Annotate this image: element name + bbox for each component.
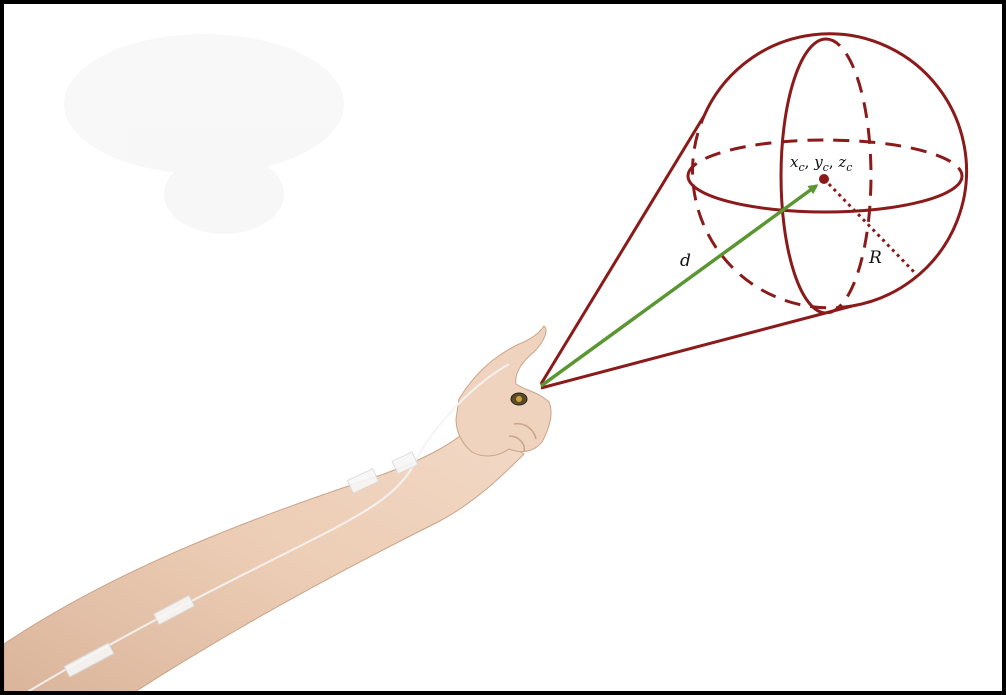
meridian-front: [781, 39, 826, 313]
arm-illustration: [4, 326, 551, 695]
distance-vector-arrow: [541, 186, 816, 386]
background-smudge: [64, 34, 344, 234]
distance-label: d: [680, 251, 691, 271]
diagram-canvas: xc, yc, zc d R: [4, 4, 1006, 695]
center-coordinates-label: xc, yc, zc: [790, 153, 852, 174]
cone-upper-edge: [541, 116, 704, 384]
cone-lower-edge: [541, 306, 852, 388]
radius-label: R: [868, 248, 882, 268]
meridian-back: [826, 39, 871, 313]
